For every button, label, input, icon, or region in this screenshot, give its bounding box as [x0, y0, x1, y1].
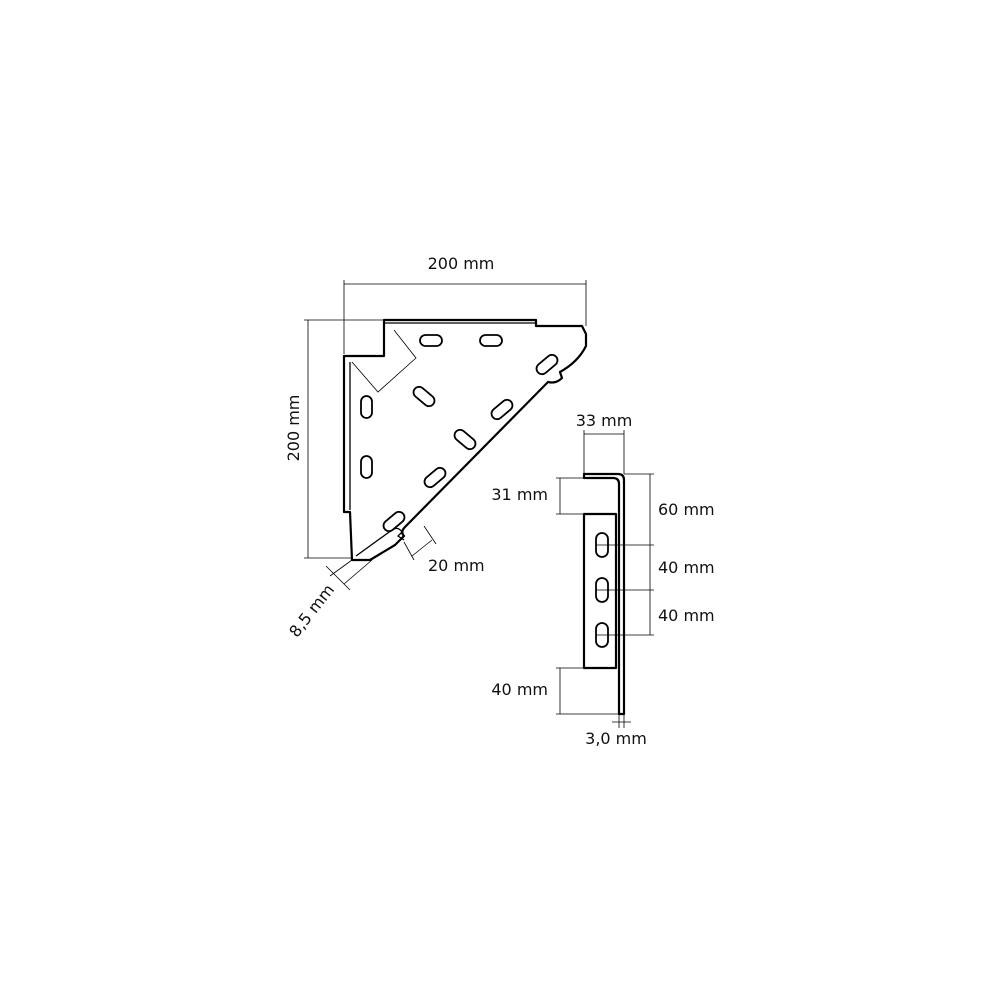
slot-left-1: [360, 395, 373, 419]
label-40b: 40 mm: [658, 606, 715, 625]
slot-top-1: [419, 334, 443, 347]
bracket-outline: [342, 318, 588, 562]
slot-diag-3: [453, 428, 477, 451]
slot-left-2: [360, 455, 373, 479]
corner-bracket-top-view: 200 mm 200 mm 20 mm 8,5 mm: [284, 254, 588, 641]
slot-diag-bottom: [382, 510, 406, 533]
angle-side-view: 33 mm 31 mm 60 mm 40 mm 40 mm 40 mm 3,0 …: [491, 411, 714, 748]
label-40-bottom: 40 mm: [491, 680, 548, 699]
label-31: 31 mm: [491, 485, 548, 504]
label-8-5: 8,5 mm: [285, 580, 338, 640]
label-33: 33 mm: [576, 411, 633, 430]
dim-line-8-5: [325, 559, 373, 591]
label-3-0: 3,0 mm: [585, 729, 647, 748]
label-60: 60 mm: [658, 500, 715, 519]
slot-diag-1: [412, 385, 436, 408]
label-width-200: 200 mm: [428, 254, 495, 273]
dim-line-20: [403, 525, 437, 561]
slot-diag-4: [423, 466, 447, 489]
side-flange-plate: [582, 512, 618, 670]
label-height-200: 200 mm: [284, 395, 303, 462]
slot-diag-2: [490, 398, 514, 421]
slot-diag-corner: [535, 353, 559, 376]
label-40a: 40 mm: [658, 558, 715, 577]
slot-top-2: [479, 334, 503, 347]
dim-line-diagonal-upper: [351, 329, 417, 393]
label-20: 20 mm: [428, 556, 485, 575]
